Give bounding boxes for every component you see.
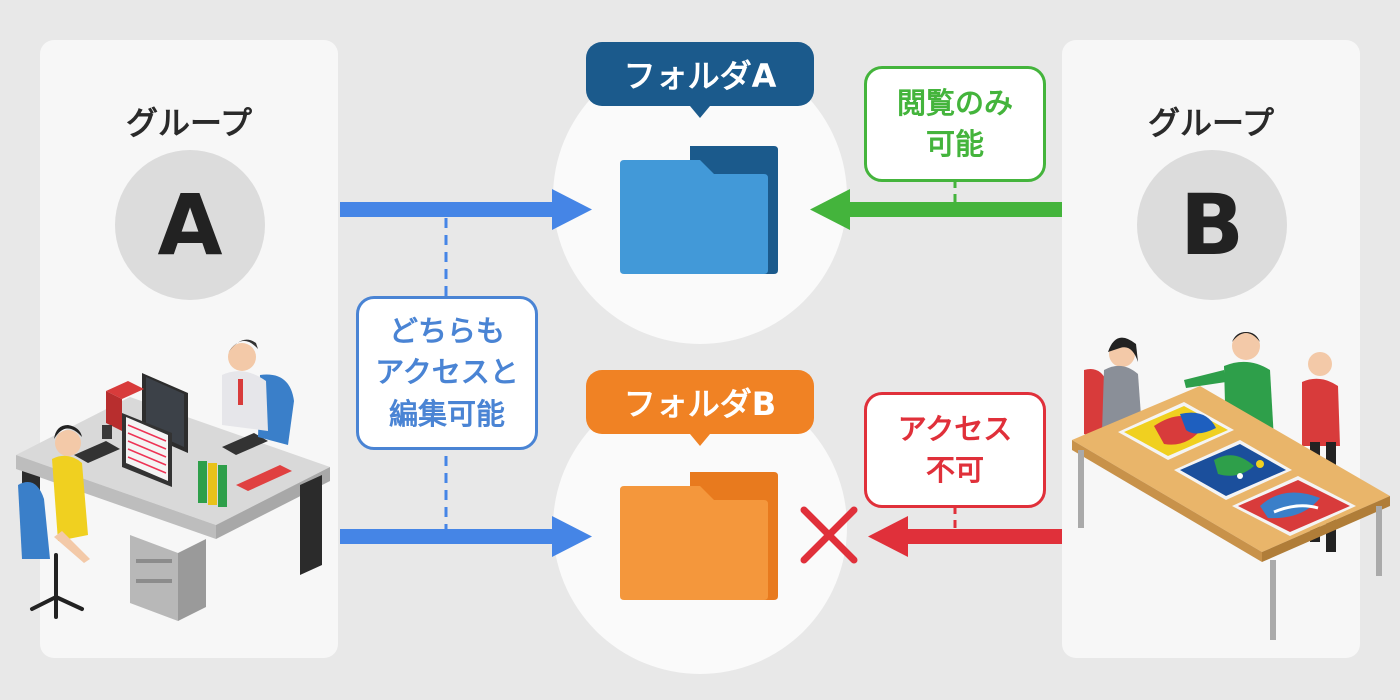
note-both-access: どちらも アクセスと 編集可能 [356,296,538,450]
arrow-b-to-folder-b [868,516,1062,557]
note-both-line-3: 編集可能 [388,396,505,431]
office-desk-illustration [16,339,330,621]
note-view-line-1: 閲覧のみ [896,85,1013,120]
folder-a-label-text: フォルダA [623,57,777,95]
note-no-access: アクセス 不可 [864,392,1046,508]
note-view-only: 閲覧のみ 可能 [864,66,1046,182]
group-b-title: グループ [1147,104,1275,142]
cross-icon [800,506,858,564]
note-both-line-1: どちらも [388,314,505,349]
folder-icon [620,146,778,274]
group-a-badge: A [115,150,265,300]
note-deny-line-2: 不可 [925,453,984,487]
folder-icon [620,472,778,600]
folder-b-label-text: フォルダB [623,385,777,423]
group-a-title: グループ [125,104,253,142]
arrow-b-to-folder-a [810,189,1062,230]
group-b-badge: B [1137,150,1287,300]
note-view-line-2: 可能 [925,127,984,161]
meeting-table-illustration [1072,332,1390,640]
arrow-a-to-folder-a [340,189,592,230]
note-both-line-2: アクセスと [375,355,519,390]
arrow-a-to-folder-b [340,516,592,557]
folder-b-label: フォルダB [586,370,814,446]
note-deny-line-1: アクセス [897,411,1013,446]
folder-a-label: フォルダA [586,42,814,118]
